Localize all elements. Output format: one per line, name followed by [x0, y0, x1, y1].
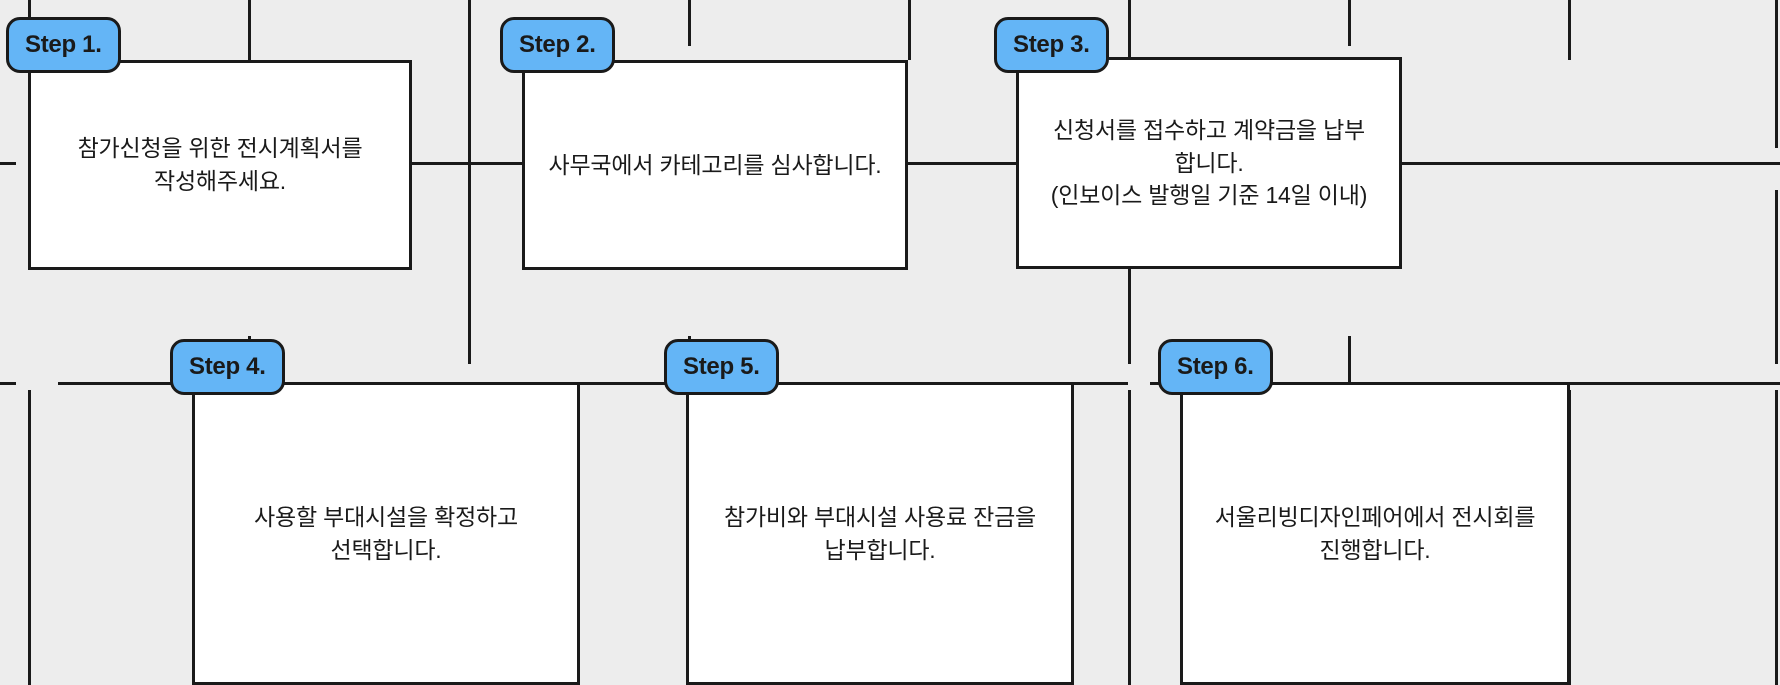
grid-vline-2	[248, 0, 251, 60]
connector-step1-to-step2	[412, 162, 470, 165]
step-badge-3-label: Step 3.	[1013, 31, 1090, 58]
connector-step5-to-step6	[1072, 382, 1128, 385]
step-badge-4[interactable]: Step 4.	[170, 339, 285, 395]
step-card-2[interactable]: 사무국에서 카테고리를 심사합니다.	[522, 60, 908, 270]
grid-vline-4	[688, 0, 691, 46]
grid-vline-7-lower	[1348, 336, 1351, 382]
step-card-4-text: 사용할 부대시설을 확정하고 선택합니다.	[254, 503, 518, 563]
step-badge-5[interactable]: Step 5.	[664, 339, 779, 395]
grid-vline-3	[468, 0, 471, 364]
step-card-1-text: 참가신청을 위한 전시계획서를 작성해주세요.	[77, 135, 363, 194]
grid-vline-9-lower	[1775, 390, 1778, 685]
connector-step3-exit	[1400, 162, 1780, 165]
step-badge-4-label: Step 4.	[189, 353, 266, 380]
step-badge-6[interactable]: Step 6.	[1158, 339, 1273, 395]
step-badge-5-label: Step 5.	[683, 353, 760, 380]
step-card-2-text: 사무국에서 카테고리를 심사합니다.	[548, 151, 882, 178]
grid-vline-4b	[468, 190, 471, 364]
connector-left-entry-row2	[0, 382, 16, 385]
connector-step2-to-step3	[906, 162, 1018, 165]
step-badge-2-label: Step 2.	[519, 31, 596, 58]
grid-vline-6-lower	[1128, 390, 1131, 685]
grid-vline-9b	[1775, 190, 1778, 364]
step-badge-1[interactable]: Step 1.	[6, 17, 121, 73]
step-badge-2[interactable]: Step 2.	[500, 17, 615, 73]
step-card-6[interactable]: 서울리빙디자인페어에서 전시회를 진행합니다.	[1180, 382, 1570, 685]
grid-vline-7	[1348, 0, 1351, 46]
step-card-5[interactable]: 참가비와 부대시설 사용료 잔금을 납부합니다.	[686, 382, 1074, 685]
step-card-3[interactable]: 신청서를 접수하고 계약금을 납부 합니다. (인보이스 발행일 기준 14일 …	[1016, 57, 1402, 269]
step-badge-1-label: Step 1.	[25, 31, 102, 58]
step-card-1[interactable]: 참가신청을 위한 전시계획서를 작성해주세요.	[28, 60, 412, 270]
connector-step4-to-step5	[580, 382, 692, 385]
step-badge-6-label: Step 6.	[1177, 353, 1254, 380]
step-badge-3[interactable]: Step 3.	[994, 17, 1109, 73]
grid-vline-9	[1775, 0, 1778, 148]
connector-row2-left-lead	[58, 382, 198, 385]
step-card-4[interactable]: 사용할 부대시설을 확정하고 선택합니다.	[192, 382, 580, 685]
step-card-6-text: 서울리빙디자인페어에서 전시회를 진행합니다.	[1214, 503, 1536, 563]
connector-left-entry-row1	[0, 162, 16, 165]
connector-step2-entry	[466, 162, 524, 165]
grid-vline-8	[1568, 0, 1571, 60]
grid-vline-1-lower	[28, 390, 31, 685]
step-card-3-text: 신청서를 접수하고 계약금을 납부 합니다. (인보이스 발행일 기준 14일 …	[1050, 117, 1368, 209]
grid-vline-5	[908, 0, 911, 60]
step-card-5-text: 참가비와 부대시설 사용료 잔금을 납부합니다.	[723, 503, 1036, 563]
grid-vline-6b	[1128, 190, 1131, 364]
